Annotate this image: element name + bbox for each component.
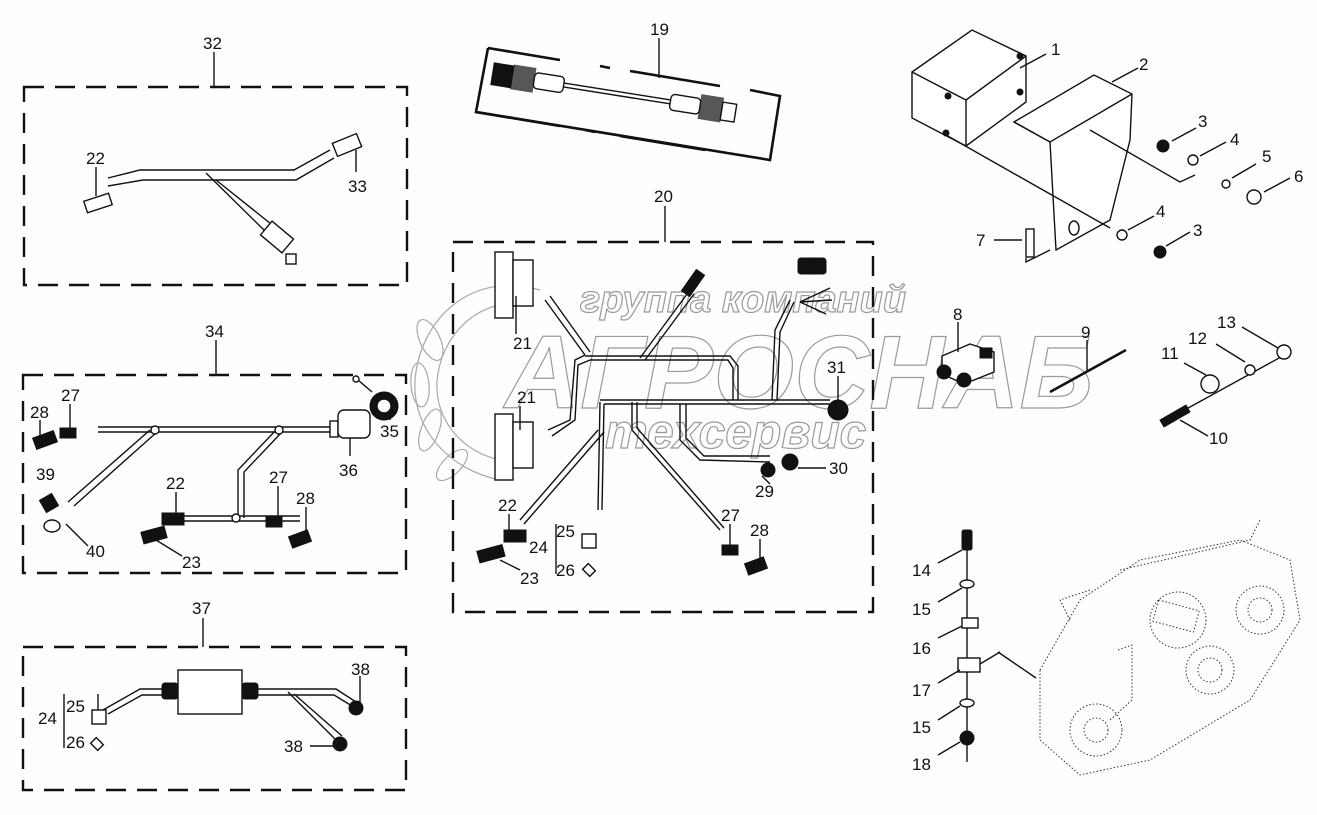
group-20-frame (451, 240, 875, 614)
harness-group-34[interactable]: 34 27 28 39 (21, 322, 408, 575)
group-37-frame (21, 645, 408, 792)
callout-33[interactable]: 33 (348, 177, 367, 196)
callout-21[interactable]: 21 (513, 334, 532, 353)
harness-group-20[interactable]: 20 2 (451, 187, 875, 614)
group-19-frame (474, 47, 782, 162)
callout-37[interactable]: 37 (192, 599, 211, 618)
callout-28[interactable]: 28 (296, 489, 315, 508)
callout-7[interactable]: 7 (976, 231, 985, 250)
callout-14[interactable]: 14 (912, 561, 931, 580)
gearbox-housing (1039, 519, 1301, 776)
watermark-line3: техсервис (605, 406, 866, 459)
mounting-bracket (1012, 74, 1133, 252)
callout-24[interactable]: 24 (38, 709, 57, 728)
watermark-line1: группа компаний (580, 279, 906, 321)
callout-40[interactable]: 40 (86, 542, 105, 561)
callout-3[interactable]: 3 (1193, 221, 1202, 240)
callout-24[interactable]: 24 (529, 538, 548, 557)
callout-36[interactable]: 36 (339, 461, 358, 480)
callout-35[interactable]: 35 (380, 422, 399, 441)
callout-39[interactable]: 39 (36, 465, 55, 484)
callout-28[interactable]: 28 (750, 521, 769, 540)
connector-t-piece-8[interactable]: 8 (936, 305, 995, 388)
callout-1[interactable]: 1 (1051, 40, 1060, 59)
callout-15[interactable]: 15 (912, 600, 931, 619)
callout-13[interactable]: 13 (1217, 313, 1236, 332)
callout-29[interactable]: 29 (755, 482, 774, 501)
cable-tie-9[interactable]: 9 (1049, 323, 1127, 394)
callout-4[interactable]: 4 (1156, 202, 1165, 221)
callout-22[interactable]: 22 (166, 474, 185, 493)
group-34-frame (21, 373, 408, 575)
control-box-assembly[interactable]: 1 2 3 4 5 6 7 4 3 (911, 29, 1303, 264)
callout-27[interactable]: 27 (269, 468, 288, 487)
callout-21[interactable]: 21 (517, 388, 536, 407)
callout-17[interactable]: 17 (912, 681, 931, 700)
watermark-wheat-logo-icon (410, 284, 541, 482)
callout-3[interactable]: 3 (1198, 112, 1207, 131)
callout-25[interactable]: 25 (66, 697, 85, 716)
callout-20[interactable]: 20 (654, 187, 673, 206)
group-32-frame (22, 85, 409, 287)
callout-16[interactable]: 16 (912, 639, 931, 658)
callout-15[interactable]: 15 (912, 718, 931, 737)
callout-28[interactable]: 28 (30, 403, 49, 422)
callout-2[interactable]: 2 (1139, 55, 1148, 74)
callout-23[interactable]: 23 (182, 553, 201, 572)
callout-32[interactable]: 32 (203, 34, 222, 53)
callout-22[interactable]: 22 (86, 149, 105, 168)
callout-5[interactable]: 5 (1262, 147, 1271, 166)
callout-4[interactable]: 4 (1230, 130, 1239, 149)
callout-12[interactable]: 12 (1188, 329, 1207, 348)
harness-group-37[interactable]: 37 24 25 26 38 38 (21, 599, 408, 792)
harness-37-cable (89, 669, 364, 752)
callout-26[interactable]: 26 (556, 561, 575, 580)
callout-23[interactable]: 23 (520, 569, 539, 588)
callout-18[interactable]: 18 (912, 755, 931, 774)
callout-27[interactable]: 27 (721, 506, 740, 525)
callout-6[interactable]: 6 (1294, 167, 1303, 186)
callout-26[interactable]: 26 (66, 733, 85, 752)
callout-27[interactable]: 27 (61, 386, 80, 405)
callout-31[interactable]: 31 (827, 358, 846, 377)
sensor-mount-stack[interactable]: 14 15 16 17 15 18 (912, 529, 1037, 774)
cable-19-drawing (490, 62, 738, 123)
callout-34[interactable]: 34 (205, 322, 224, 341)
callout-9[interactable]: 9 (1081, 323, 1090, 342)
callout-38[interactable]: 38 (284, 737, 303, 756)
cable-group-19[interactable]: 19 (474, 20, 782, 162)
callout-30[interactable]: 30 (829, 459, 848, 478)
harness-32-cable (82, 132, 363, 265)
callout-11[interactable]: 11 (1161, 344, 1179, 363)
callout-22[interactable]: 22 (498, 496, 517, 515)
callout-8[interactable]: 8 (953, 305, 962, 324)
harness-20-cable (476, 251, 849, 578)
callout-38[interactable]: 38 (351, 660, 370, 679)
callout-19[interactable]: 19 (650, 20, 669, 39)
control-box (911, 29, 1027, 147)
clamp-assembly-10-13[interactable]: 10 11 12 13 (1159, 313, 1292, 448)
harness-group-32[interactable]: 32 22 33 (22, 34, 409, 287)
callout-25[interactable]: 25 (556, 522, 575, 541)
harness-34-cable (31, 375, 399, 549)
callout-10[interactable]: 10 (1209, 429, 1228, 448)
